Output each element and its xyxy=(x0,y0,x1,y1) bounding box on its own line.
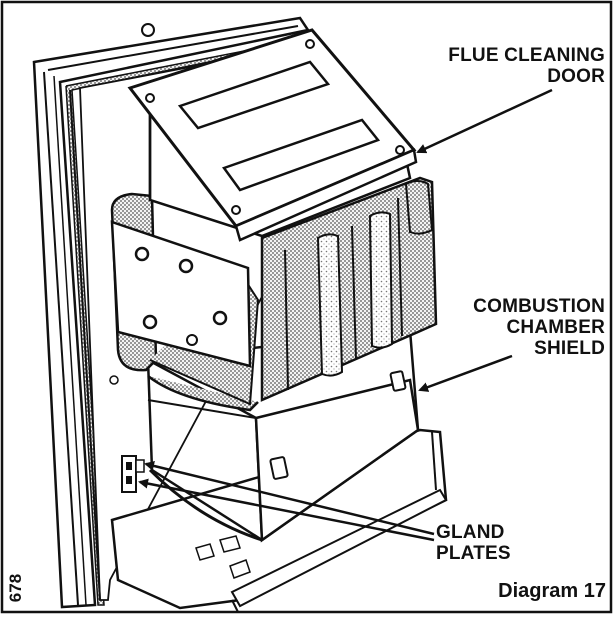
flue-cleaning-door xyxy=(127,28,418,242)
gland-label-line-2: PLATES xyxy=(436,543,511,564)
flue-door-arrow xyxy=(416,88,553,154)
gland-arrow-upper xyxy=(144,461,435,536)
gland-label-line-1: GLAND xyxy=(436,522,505,543)
shield-arrow xyxy=(418,354,513,392)
reference-number: 678 xyxy=(6,573,25,603)
gland-arrow-lower xyxy=(138,478,435,542)
gland-plates xyxy=(121,455,145,493)
comb-label-line-2: CHAMBER xyxy=(506,317,605,338)
comb-label-line-1: COMBUSTION xyxy=(473,296,605,317)
flue-cleaning-door-label: FLUE CLEANING DOOR xyxy=(448,45,605,87)
flue-label-line-2: DOOR xyxy=(547,66,605,87)
flue-label-line-1: FLUE CLEANING xyxy=(448,45,605,66)
diagram-caption: Diagram 17 xyxy=(498,580,606,602)
combustion-chamber-shield-label: COMBUSTION CHAMBER SHIELD xyxy=(473,296,605,359)
comb-label-line-3: SHIELD xyxy=(534,338,605,359)
callout-arrows xyxy=(138,88,553,542)
gland-plates-label: GLAND PLATES xyxy=(436,522,511,564)
